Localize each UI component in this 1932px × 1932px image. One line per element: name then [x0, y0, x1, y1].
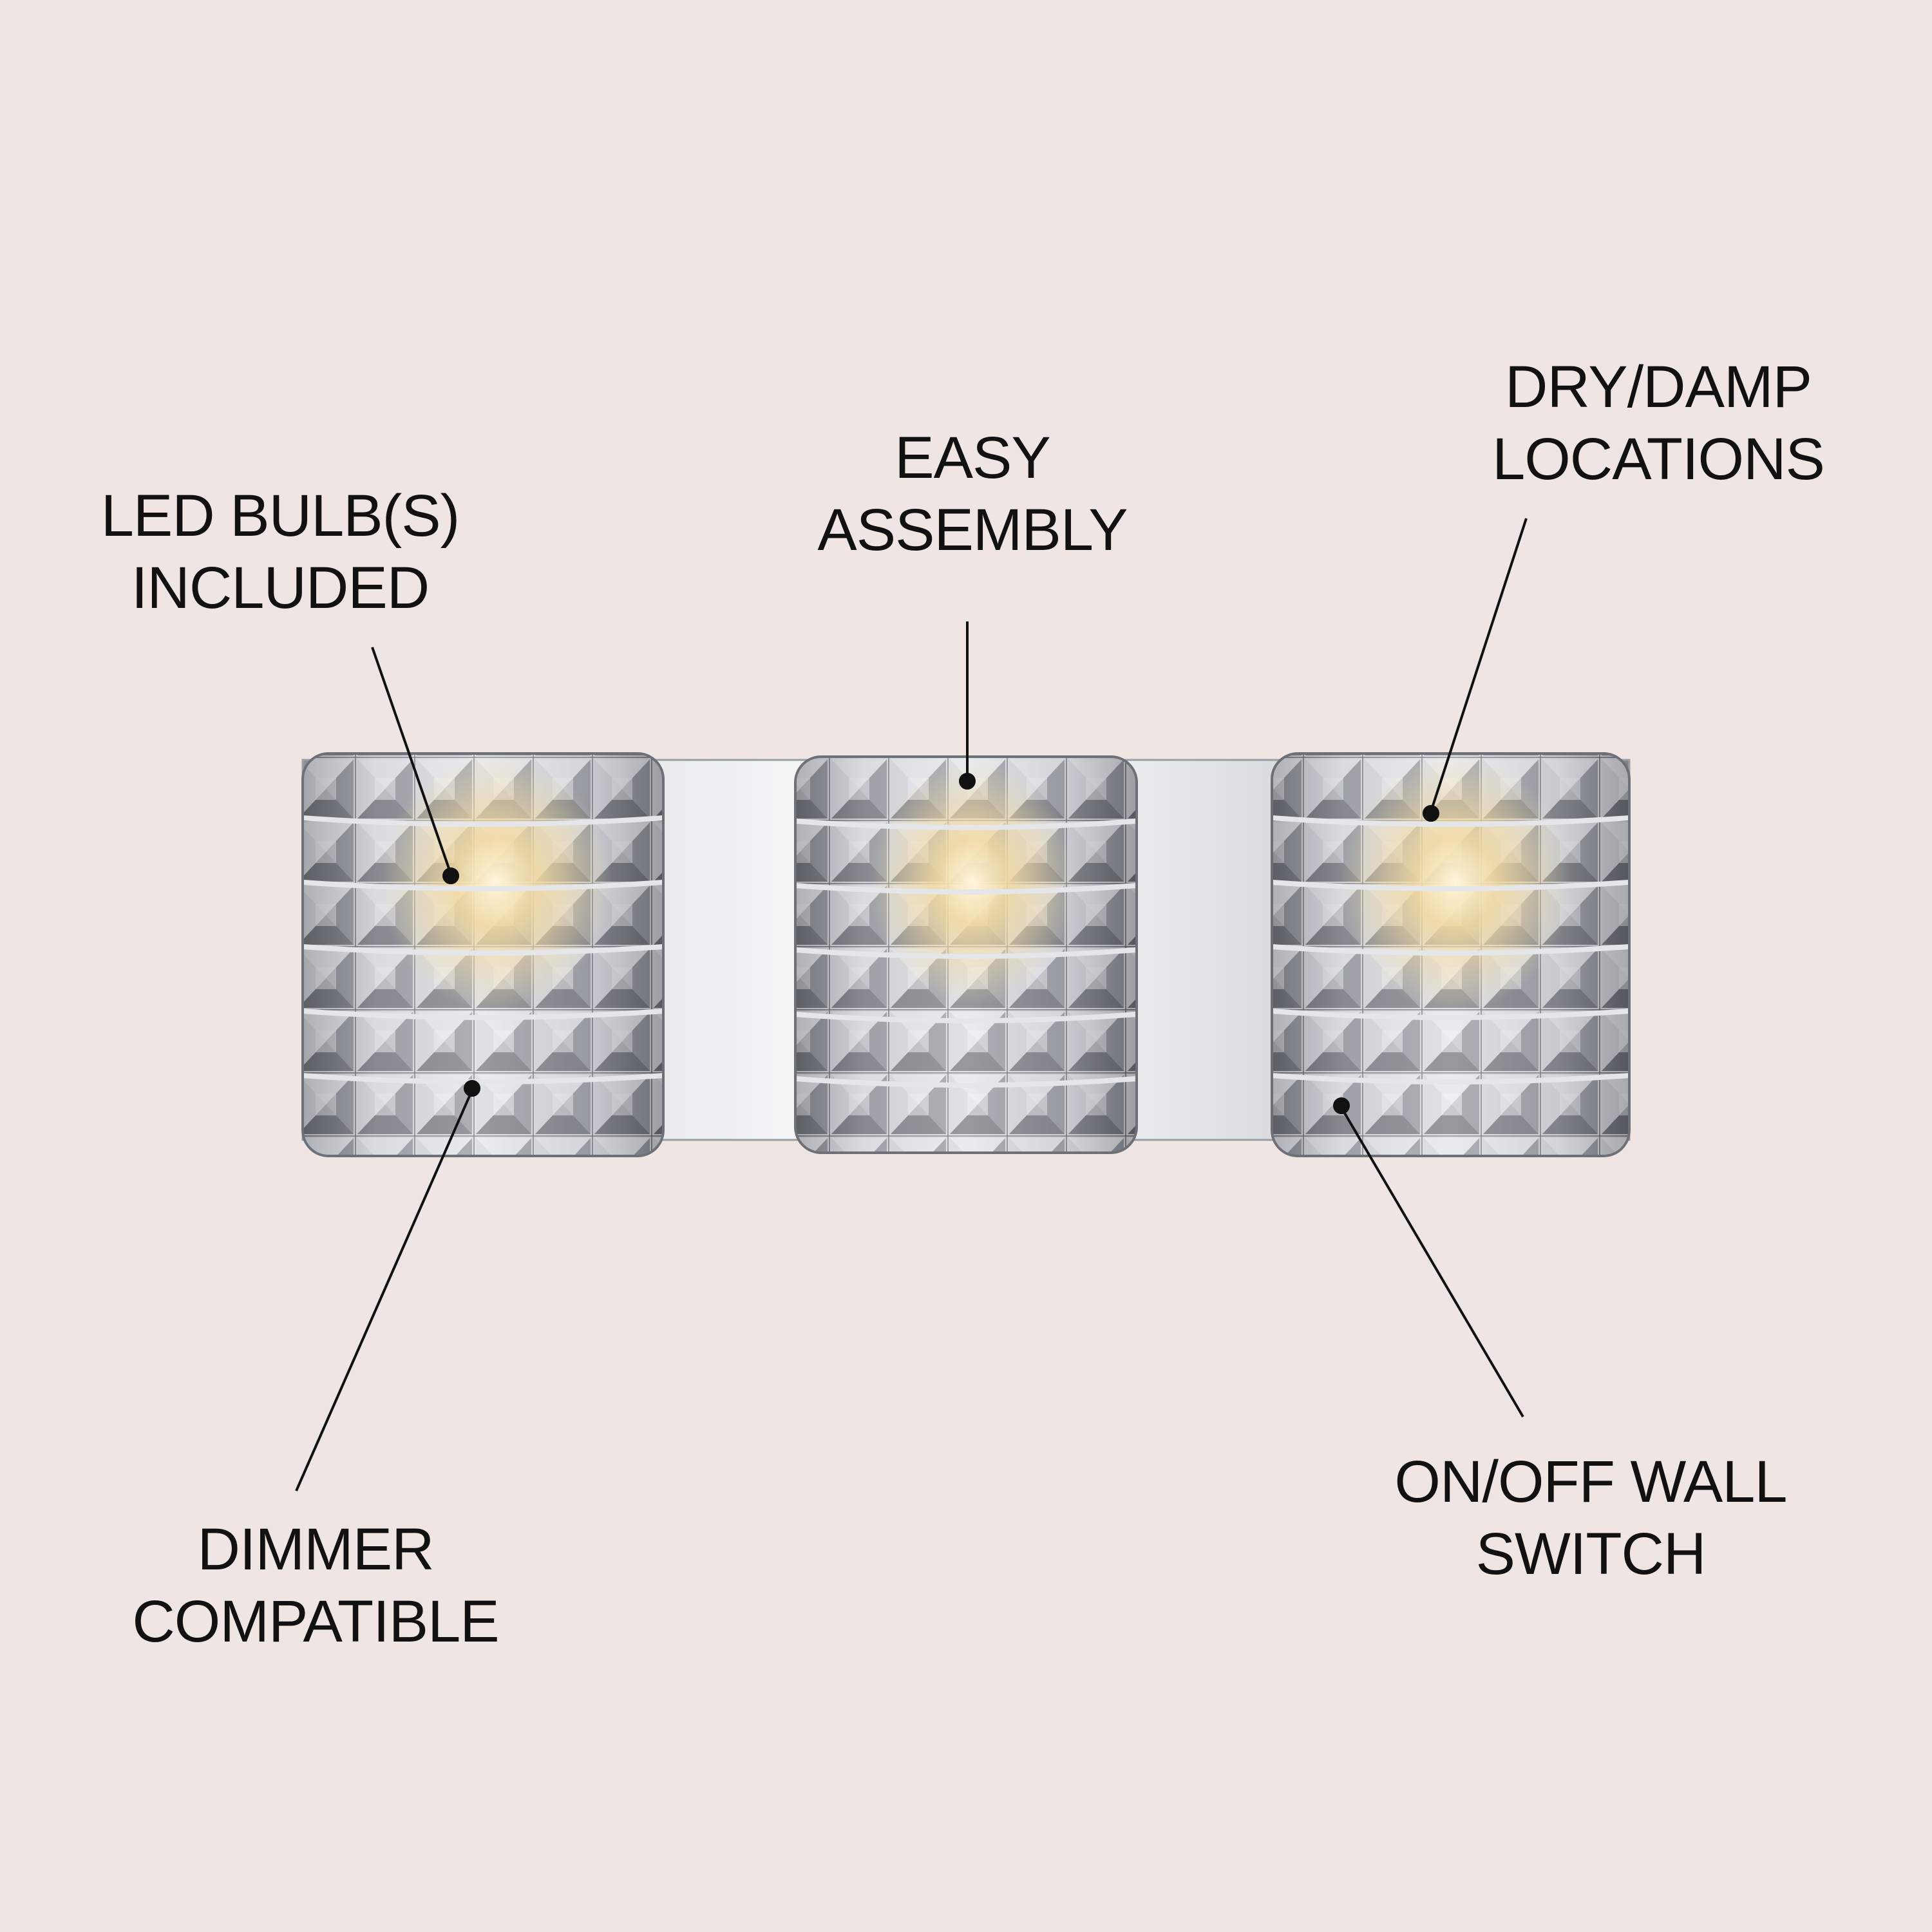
leader-line-dry	[1430, 518, 1528, 812]
callout-dry-damp: DRY/DAMP LOCATIONS	[1449, 351, 1868, 495]
crystal-shade-center	[794, 755, 1138, 1154]
leader-line-dimmer	[295, 1090, 473, 1492]
leader-line-onoff	[1340, 1106, 1524, 1418]
callout-dimmer: DIMMER COMPATIBLE	[90, 1513, 541, 1658]
callout-on-off: ON/OFF WALL SWITCH	[1346, 1446, 1835, 1590]
callout-on-off-line2: SWITCH	[1475, 1521, 1707, 1587]
leader-dot-dimmer	[464, 1080, 480, 1097]
callout-easy-assembly: EASY ASSEMBLY	[773, 422, 1172, 566]
bulb-glow-left	[380, 753, 612, 1011]
bulb-glow-center	[869, 760, 1075, 1005]
callout-led-bulbs-line2: INCLUDED	[131, 555, 430, 621]
callout-dimmer-line2: COMPATIBLE	[132, 1589, 499, 1654]
bulb-glow-right	[1340, 753, 1571, 1011]
leader-dot-easy	[959, 773, 976, 790]
leader-dot-onoff	[1333, 1097, 1350, 1114]
callout-easy-assembly-line1: EASY	[895, 425, 1050, 491]
crystal-shade-right	[1271, 752, 1631, 1157]
callout-dimmer-line1: DIMMER	[197, 1517, 434, 1582]
callout-on-off-line1: ON/OFF WALL	[1394, 1449, 1787, 1515]
callout-easy-assembly-line2: ASSEMBLY	[817, 497, 1128, 563]
leader-dot-dry	[1423, 805, 1439, 822]
leader-line-led	[371, 647, 452, 875]
callout-dry-damp-line2: LOCATIONS	[1492, 426, 1825, 492]
crystal-shade-left	[301, 752, 665, 1157]
callout-led-bulbs: LED BULB(S) INCLUDED	[71, 480, 489, 624]
callout-led-bulbs-line1: LED BULB(S)	[100, 483, 460, 549]
callout-dry-damp-line1: DRY/DAMP	[1505, 354, 1812, 420]
leader-dot-led	[442, 867, 459, 884]
